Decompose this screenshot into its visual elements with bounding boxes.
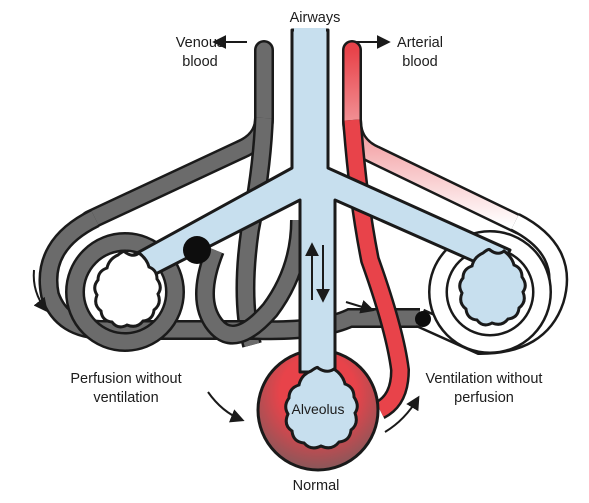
label-normal: Normal <box>293 478 340 494</box>
flow-arrows <box>32 35 420 433</box>
venous-cross-loop <box>195 219 310 345</box>
right-alveolus <box>458 247 527 327</box>
label-venous-line2: blood <box>182 54 217 70</box>
label-alveolus: Alveolus <box>292 401 345 417</box>
label-ventilation-line1: Ventilation without <box>426 371 543 387</box>
label-perfusion-line1: Perfusion without <box>70 371 181 387</box>
label-perfusion-line2: ventilation <box>93 390 158 406</box>
label-arterial-line1: Arterial <box>397 35 443 51</box>
normal-alveolus <box>284 365 359 450</box>
label-ventilation-line2: perfusion <box>454 390 514 406</box>
vessel-obstruction-dot <box>415 311 431 327</box>
airflow-arrows <box>305 242 330 303</box>
label-arterial-line2: blood <box>402 54 437 70</box>
label-airways: Airways <box>290 10 341 26</box>
left-alveolus <box>93 249 162 329</box>
venous-trunk <box>80 40 274 348</box>
airway-obstruction-dot <box>183 236 211 264</box>
label-venous-line1: Venous <box>176 35 224 51</box>
